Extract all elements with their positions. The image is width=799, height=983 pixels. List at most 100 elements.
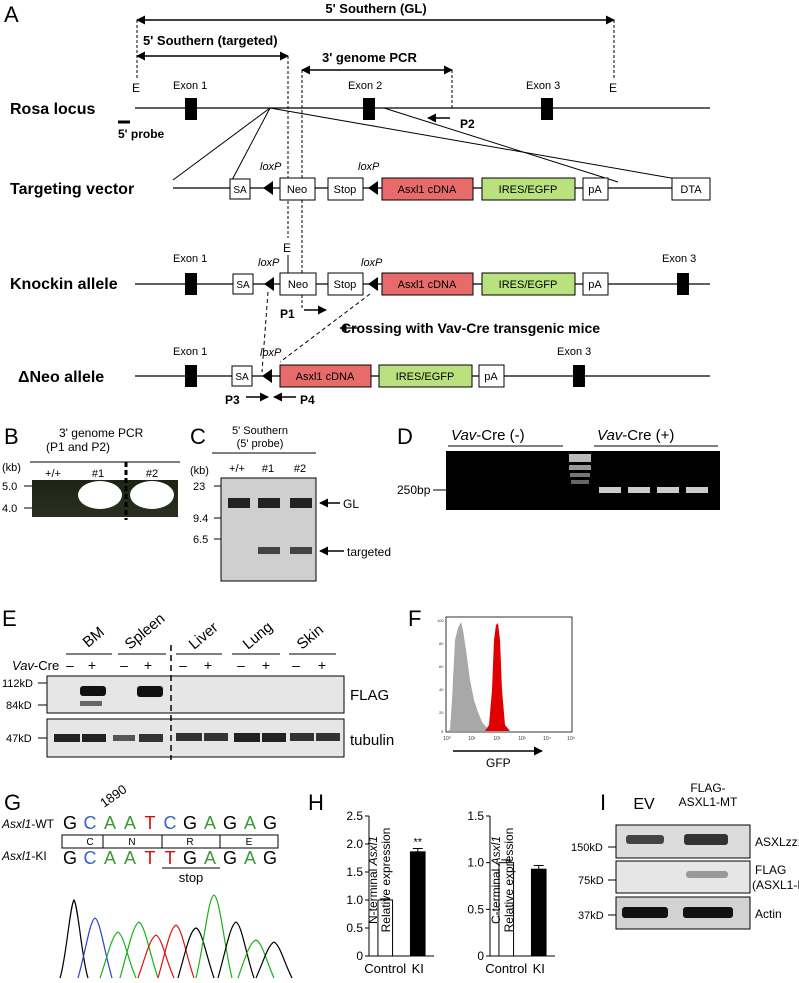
e-site-2: E: [609, 81, 617, 95]
i-label-flag: FLAG: [755, 863, 786, 877]
e-tubulin-label: tubulin: [350, 732, 394, 749]
i-lane-mt: ASXL1-MT: [679, 795, 738, 809]
g-ki-base: G: [223, 848, 237, 868]
e-tub-band-2: [82, 734, 106, 742]
i-lane-ev: EV: [633, 796, 655, 813]
p4-label: P4: [300, 393, 315, 407]
panel-label-h: H: [308, 790, 324, 815]
ki-exon3-label: Exon 3: [662, 253, 696, 265]
pa-box-1: [582, 177, 609, 201]
c-title-2: (5' probe): [237, 438, 284, 450]
panel-label-b: B: [4, 424, 19, 449]
row-label-rosa: Rosa locus: [10, 101, 95, 118]
panel-label-f: F: [408, 606, 421, 631]
c-marker-94: 9.4: [193, 513, 208, 525]
e-sign-6: +: [204, 657, 212, 673]
cdna-box-1: [381, 177, 474, 201]
i-band-mt-flag: [686, 871, 728, 878]
e-flag-label: FLAG: [350, 687, 389, 704]
i-marker-37: 37kD: [578, 910, 604, 922]
d-marker: 250bp: [397, 483, 431, 497]
e-flag-band-bm: [80, 686, 106, 696]
e-tissue-lung: Lung: [240, 619, 276, 653]
i-label-actin: Actin: [755, 907, 782, 921]
e-tub-band-8: [262, 733, 286, 742]
d-neg-label: Vav-Cre (-): [451, 427, 525, 444]
i-marker-75: 75kD: [578, 875, 604, 887]
h1-ytick-label: 2.0: [346, 837, 363, 851]
h2-ytick-label: 1.5: [467, 809, 484, 823]
e-sign-5: –: [179, 657, 187, 673]
g-wt-base: G: [223, 813, 237, 833]
p2-label: P2: [460, 117, 475, 131]
e-sign-10: +: [318, 657, 326, 673]
g-wt-seq: G C A A T C G A G A G: [63, 813, 277, 833]
p1-label: P1: [280, 307, 295, 321]
e-tissue-bm: BM: [80, 624, 108, 651]
f-xtick-2: 10²: [493, 736, 501, 742]
d-ladder-3: [570, 473, 590, 477]
f-xlabel: GFP: [486, 756, 511, 770]
g-aa-boxes: C N R E: [61, 834, 279, 849]
c-marker-23: 23: [193, 481, 205, 493]
g-ki-base: T: [165, 848, 176, 868]
g-stop-label: stop: [179, 870, 204, 885]
h2-ytick-label: 0.5: [467, 902, 484, 916]
e-sign-3: –: [120, 657, 128, 673]
ires-box-1: [481, 177, 576, 201]
exon2-box: [363, 98, 375, 120]
c-band-gl-3: [290, 498, 312, 508]
g-aa-2: N: [128, 837, 135, 848]
stop-box-2: [327, 272, 364, 296]
dn-exon1-label: Exon 1: [173, 346, 207, 358]
homology-line-2: [231, 107, 271, 181]
loxp-label-5: loxP: [260, 347, 282, 359]
h1-ytick-label: 0.5: [346, 921, 363, 935]
c-band-t-1: [258, 547, 280, 554]
c-band-t-2: [290, 547, 312, 554]
f-xtick-1: 10¹: [468, 736, 476, 742]
e-sign-1: –: [66, 657, 74, 673]
e-marker-84: 84kD: [6, 700, 32, 712]
g-aa-box-4: [219, 834, 279, 849]
g-peak: [99, 931, 137, 979]
g-wt-label: Asxl1-WT: [1, 817, 55, 831]
ires-text-3: IRES/EGFP: [396, 371, 455, 383]
sa-text-2: SA: [236, 280, 250, 291]
ires-box-3: [378, 364, 473, 388]
i-band-ev-actin: [622, 907, 668, 918]
cdna-box-3: [279, 364, 372, 388]
g-ki-base: G: [63, 848, 77, 868]
c-band-gl-1: [228, 498, 250, 508]
b-kb: (kb): [2, 462, 21, 474]
g-peak: [137, 934, 175, 979]
h1-ytick-label: 2.5: [346, 809, 363, 823]
e-tissue-skin: Skin: [294, 621, 327, 653]
panel-label-i: I: [600, 790, 606, 815]
southern-gl-label: 5' Southern (GL): [325, 1, 426, 16]
g-peak: [255, 941, 293, 979]
stop-box-1: [327, 177, 364, 201]
loxp-triangle-3: [264, 277, 274, 291]
f-histogram-gfp: [485, 623, 510, 731]
b-lane-2: #2: [146, 468, 158, 480]
b-lane-1: #1: [92, 468, 104, 480]
b-title-2: (P1 and P2): [46, 440, 110, 454]
g-position: 1890: [97, 782, 129, 811]
g-peak: [157, 924, 195, 979]
d-band-4: [686, 487, 708, 493]
d-ladder-1: [569, 454, 591, 462]
row-label-dneo: ΔNeo allele: [18, 369, 104, 386]
c-lane-wt: +/+: [229, 463, 245, 475]
c-kb: (kb): [190, 465, 209, 477]
f-xtick-4: 10⁴: [543, 736, 551, 742]
cdna-text-2: Asxl1 cDNA: [398, 279, 457, 291]
g-ki-base: G: [263, 848, 277, 868]
loxp-triangle-1: [263, 181, 273, 195]
ki-exon3-box: [677, 273, 689, 295]
f-ytick-40: 40: [439, 687, 444, 692]
exon3-label: Exon 3: [526, 80, 560, 92]
panel-label-a: A: [4, 2, 19, 27]
f-ytick-0: 0: [441, 729, 444, 734]
f-xticks: 10⁰ 10¹ 10² 10³ 10⁴ 10⁵: [443, 736, 575, 742]
